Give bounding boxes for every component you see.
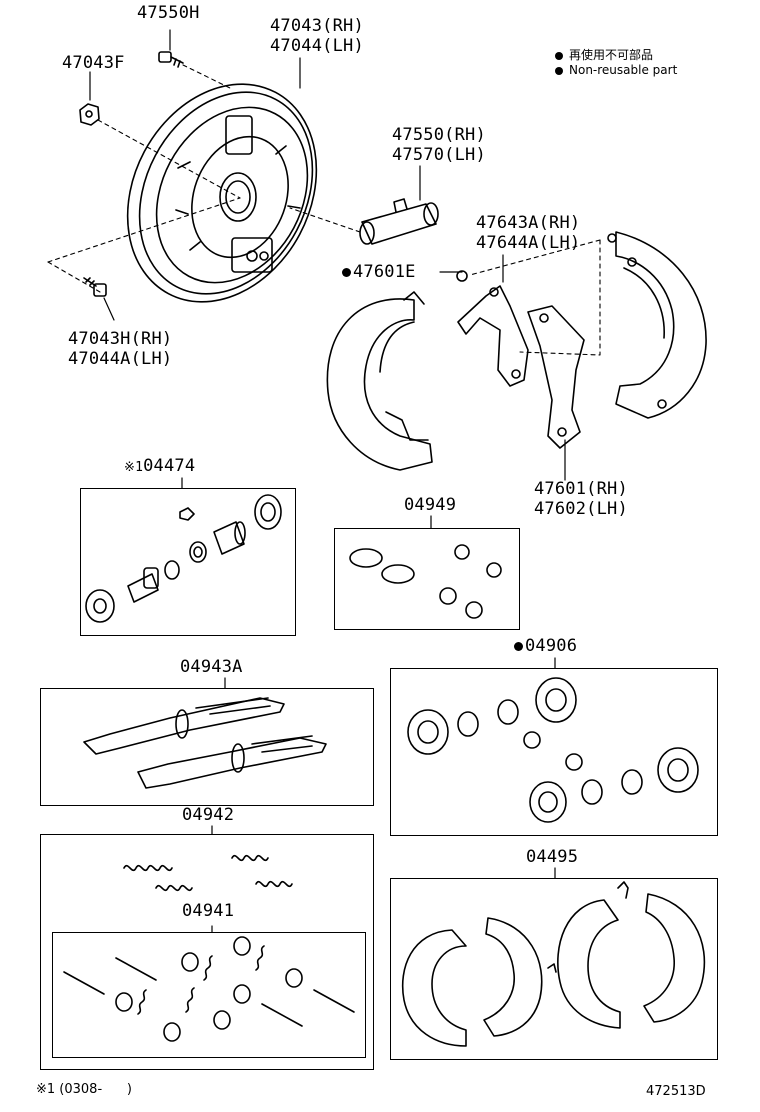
kit-04495-drawing (401, 881, 706, 1047)
label-47044-lh: 47044(LH) (270, 36, 364, 56)
kit-04474-box (80, 488, 296, 636)
kit-04906-drawing (407, 677, 699, 823)
nut-47043F-drawing (79, 103, 100, 126)
kit-04941-box (52, 932, 366, 1058)
parking-lever-drawing (527, 305, 585, 449)
non-reusable-dot-icon (555, 51, 563, 60)
kit-04942-box (40, 834, 374, 1070)
bolt-47043H-drawing (83, 277, 107, 297)
label-04906-text: 04906 (525, 636, 578, 656)
label-04941: 04941 (182, 901, 235, 921)
label-04943A: 04943A (180, 657, 243, 677)
label-47601E-text: 47601E (353, 262, 416, 282)
label-47043F: 47043F (62, 53, 125, 73)
non-reusable-dot-icon (514, 641, 523, 651)
label-47570-lh: 47570(LH) (392, 145, 486, 165)
brake-shoe-right-drawing (607, 231, 707, 419)
label-47644A-lh: 47644A(LH) (476, 233, 581, 253)
label-47643A-rh: 47643A(RH) (476, 213, 581, 233)
footer-note: ※1 (0308- ) (36, 1082, 133, 1097)
legend-en-text: Non-reusable part (569, 63, 678, 77)
leader-lines (47, 64, 601, 356)
label-47550H: 47550H (137, 3, 200, 23)
backing-plate-drawing (126, 83, 318, 303)
label-47601E: 47601E (342, 263, 416, 282)
legend-en: Non-reusable part (555, 63, 677, 77)
kit-04949-drawing (349, 544, 502, 619)
label-47602-lh: 47602(LH) (534, 499, 628, 519)
kit-04474-drawing (85, 494, 282, 623)
non-reusable-dot-icon (555, 66, 563, 75)
diagram-id: 472513D (646, 1084, 706, 1099)
kit-04943A-box (40, 688, 374, 806)
label-47043-rh: 47043(RH) (270, 16, 364, 36)
kit-04495-box (390, 878, 718, 1060)
kit-04949-box (334, 528, 520, 630)
kit-04941-drawing (63, 936, 355, 1042)
label-04942: 04942 (182, 805, 235, 825)
note-1-mark: ※1 (124, 460, 144, 475)
label-47043H-rh: 47043H(RH) (68, 329, 173, 349)
label-47550-rh: 47550(RH) (392, 125, 486, 145)
kit-04942-drawing (123, 854, 293, 892)
adjusting-lever-drawing (457, 285, 529, 387)
clip-47601E-drawing (456, 270, 468, 282)
kit-04943A-drawing (83, 697, 327, 789)
label-04949: 04949 (404, 495, 457, 515)
label-04906: 04906 (514, 637, 577, 656)
label-47601-rh: 47601(RH) (534, 479, 628, 499)
label-04495: 04495 (526, 847, 579, 867)
wheel-cylinder-drawing (359, 198, 439, 245)
label-04474-text: 04474 (143, 456, 196, 476)
non-reusable-dot-icon (342, 267, 351, 277)
kit-04906-box (390, 668, 718, 836)
label-04474: ※104474 (124, 457, 195, 477)
legend-jp: 再使用不可部品 (555, 46, 653, 63)
bolt-47550H-drawing (158, 51, 184, 68)
label-47044A-lh: 47044A(LH) (68, 349, 173, 369)
brake-shoe-left-drawing (326, 291, 433, 471)
callout-lines (89, 29, 566, 933)
legend-jp-text: 再使用不可部品 (569, 48, 654, 62)
